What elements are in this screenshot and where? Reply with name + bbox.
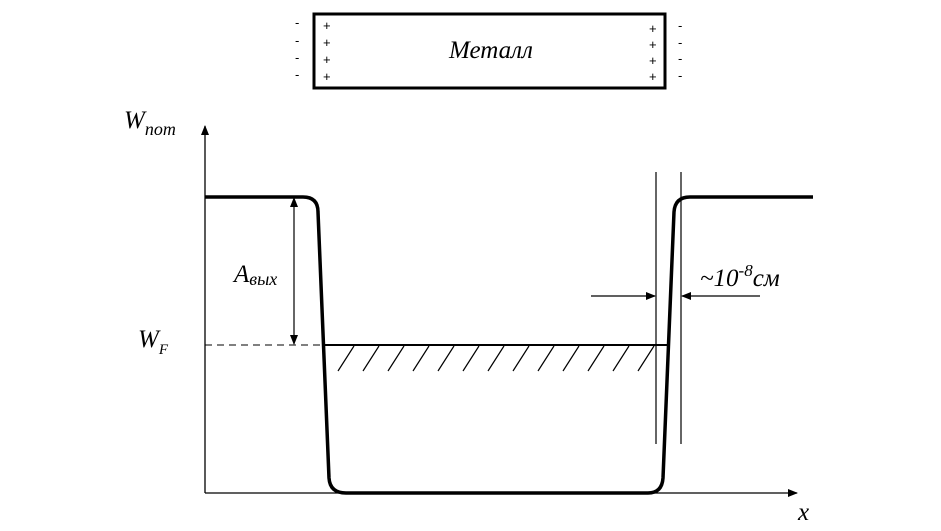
minus-sign: -	[678, 35, 682, 50]
y-axis-label: Wпот	[124, 107, 176, 139]
work-function-label: Aвых	[232, 261, 277, 289]
metal-box-frame	[312, 12, 667, 90]
minus-sign: -	[295, 33, 299, 48]
minus-sign: -	[678, 51, 682, 66]
work-function: Aвых	[232, 197, 298, 345]
plus-sign: +	[649, 21, 657, 36]
fermi-level: WF	[138, 326, 668, 372]
potential-well-curve	[205, 195, 813, 495]
plus-sign: +	[323, 52, 331, 67]
plus-sign: +	[323, 35, 331, 50]
minus-sign: -	[678, 18, 682, 33]
plus-sign: +	[649, 53, 657, 68]
plus-sign: +	[323, 18, 331, 33]
minus-sign: -	[295, 67, 299, 82]
axes: Wпот x	[124, 107, 809, 526]
minus-sign: -	[678, 68, 682, 83]
plus-sign: +	[649, 37, 657, 52]
plus-sign: +	[649, 69, 657, 84]
thickness-label: ~10-8см	[700, 261, 780, 292]
minus-sign: -	[295, 50, 299, 65]
fermi-hatching	[337, 345, 655, 372]
x-axis-label: x	[797, 499, 809, 526]
metal-box: Металл + + + + + + + + - - - - - - - -	[295, 12, 682, 90]
surface-thickness: ~10-8см	[591, 172, 780, 444]
minus-sign: -	[295, 15, 299, 30]
plus-sign: +	[323, 69, 331, 84]
fermi-label: WF	[138, 326, 169, 358]
metal-label: Металл	[448, 37, 533, 64]
